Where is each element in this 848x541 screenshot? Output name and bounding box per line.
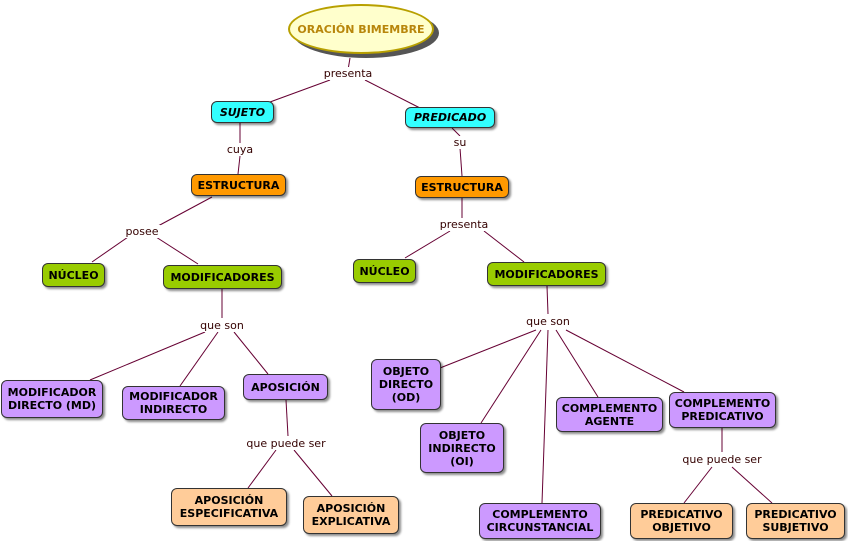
node-modificadores-predicado[interactable]: MODIFICADORES xyxy=(487,262,606,286)
link-label-presenta-predicado: presenta xyxy=(437,218,491,231)
connector-queson-aposicion xyxy=(233,331,269,375)
root-node[interactable] xyxy=(288,4,434,54)
node-modificador-directo[interactable]: MODIFICADOR DIRECTO (MD) xyxy=(1,380,103,418)
connector-predicado-su xyxy=(451,127,461,137)
node-sujeto[interactable]: SUJETO xyxy=(211,101,274,123)
node-estructura-predicado[interactable]: ESTRUCTURA xyxy=(415,176,509,198)
connector-presenta-modificadores xyxy=(483,230,525,263)
connector-quepuedeser-explicativa xyxy=(293,449,333,497)
connector-modificadores-pred-queson xyxy=(546,285,549,315)
link-label-posee: posee xyxy=(123,225,161,238)
connector-queson-oi xyxy=(480,329,542,424)
link-label-presenta-root: presenta xyxy=(321,67,375,80)
connector-quepuedeser-objetivo xyxy=(683,466,713,504)
root-label: ORACIÓN BIMEMBRE xyxy=(297,22,425,36)
connector-quepuedeser-especificativa xyxy=(247,449,277,489)
connector-queson-agente xyxy=(555,329,599,398)
connector-presenta-predicado xyxy=(364,79,421,109)
connector-presenta-nucleo xyxy=(404,230,451,259)
node-modificadores-sujeto[interactable]: MODIFICADORES xyxy=(163,265,282,289)
node-aposicion[interactable]: APOSICIÓN xyxy=(243,374,328,400)
connector-quepuedeser-subjetivo xyxy=(731,466,773,504)
node-complemento-predicativo[interactable]: COMPLEMENTO PREDICATIVO xyxy=(669,392,776,428)
link-label-su: su xyxy=(451,136,469,149)
link-label-que-son-predicado: que son xyxy=(524,315,572,328)
node-modificador-indirecto[interactable]: MODIFICADOR INDIRECTO xyxy=(122,386,225,420)
node-objeto-directo[interactable]: OBJETO DIRECTO (OD) xyxy=(371,359,441,410)
node-predicativo-subjetivo[interactable]: PREDICATIVO SUBJETIVO xyxy=(746,503,845,539)
connector-posee-nucleo xyxy=(91,236,129,263)
connector-queson-predicativo xyxy=(565,329,685,393)
node-estructura-sujeto[interactable]: ESTRUCTURA xyxy=(191,174,286,196)
connector-presenta-sujeto xyxy=(269,79,331,103)
node-predicado[interactable]: PREDICADO xyxy=(405,107,495,128)
node-complemento-agente[interactable]: COMPLEMENTO AGENTE xyxy=(556,397,663,432)
connector-queson-od xyxy=(439,329,537,369)
node-objeto-indirecto[interactable]: OBJETO INDIRECTO (OI) xyxy=(420,423,504,473)
connector-cuya-estructura xyxy=(237,155,241,175)
connector-estructura-posee xyxy=(157,196,213,227)
link-label-que-son-sujeto: que son xyxy=(198,319,246,332)
connector-queson-circunstancial xyxy=(541,329,549,504)
node-complemento-circunstancial[interactable]: COMPLEMENTO CIRCUNSTANCIAL xyxy=(479,503,601,539)
link-label-que-puede-ser-aposicion: que puede ser xyxy=(244,437,328,450)
link-label-que-puede-ser-predicativo: que puede ser xyxy=(680,453,764,466)
connector-queson-md xyxy=(89,331,206,381)
connector-su-estructura xyxy=(459,147,463,177)
node-aposicion-explicativa[interactable]: APOSICIÓN EXPLICATIVA xyxy=(303,496,399,534)
node-aposicion-especificativa[interactable]: APOSICIÓN ESPECIFICATIVA xyxy=(171,488,287,526)
link-label-cuya: cuya xyxy=(224,143,256,156)
node-nucleo-predicado[interactable]: NÚCLEO xyxy=(353,259,416,283)
connector-aposicion-quepuedeser xyxy=(285,399,289,437)
connector-posee-modificadores xyxy=(155,236,199,265)
node-nucleo-sujeto[interactable]: NÚCLEO xyxy=(42,263,105,287)
connector-queson-mi xyxy=(179,331,219,387)
node-predicativo-objetivo[interactable]: PREDICATIVO OBJETIVO xyxy=(630,503,733,539)
